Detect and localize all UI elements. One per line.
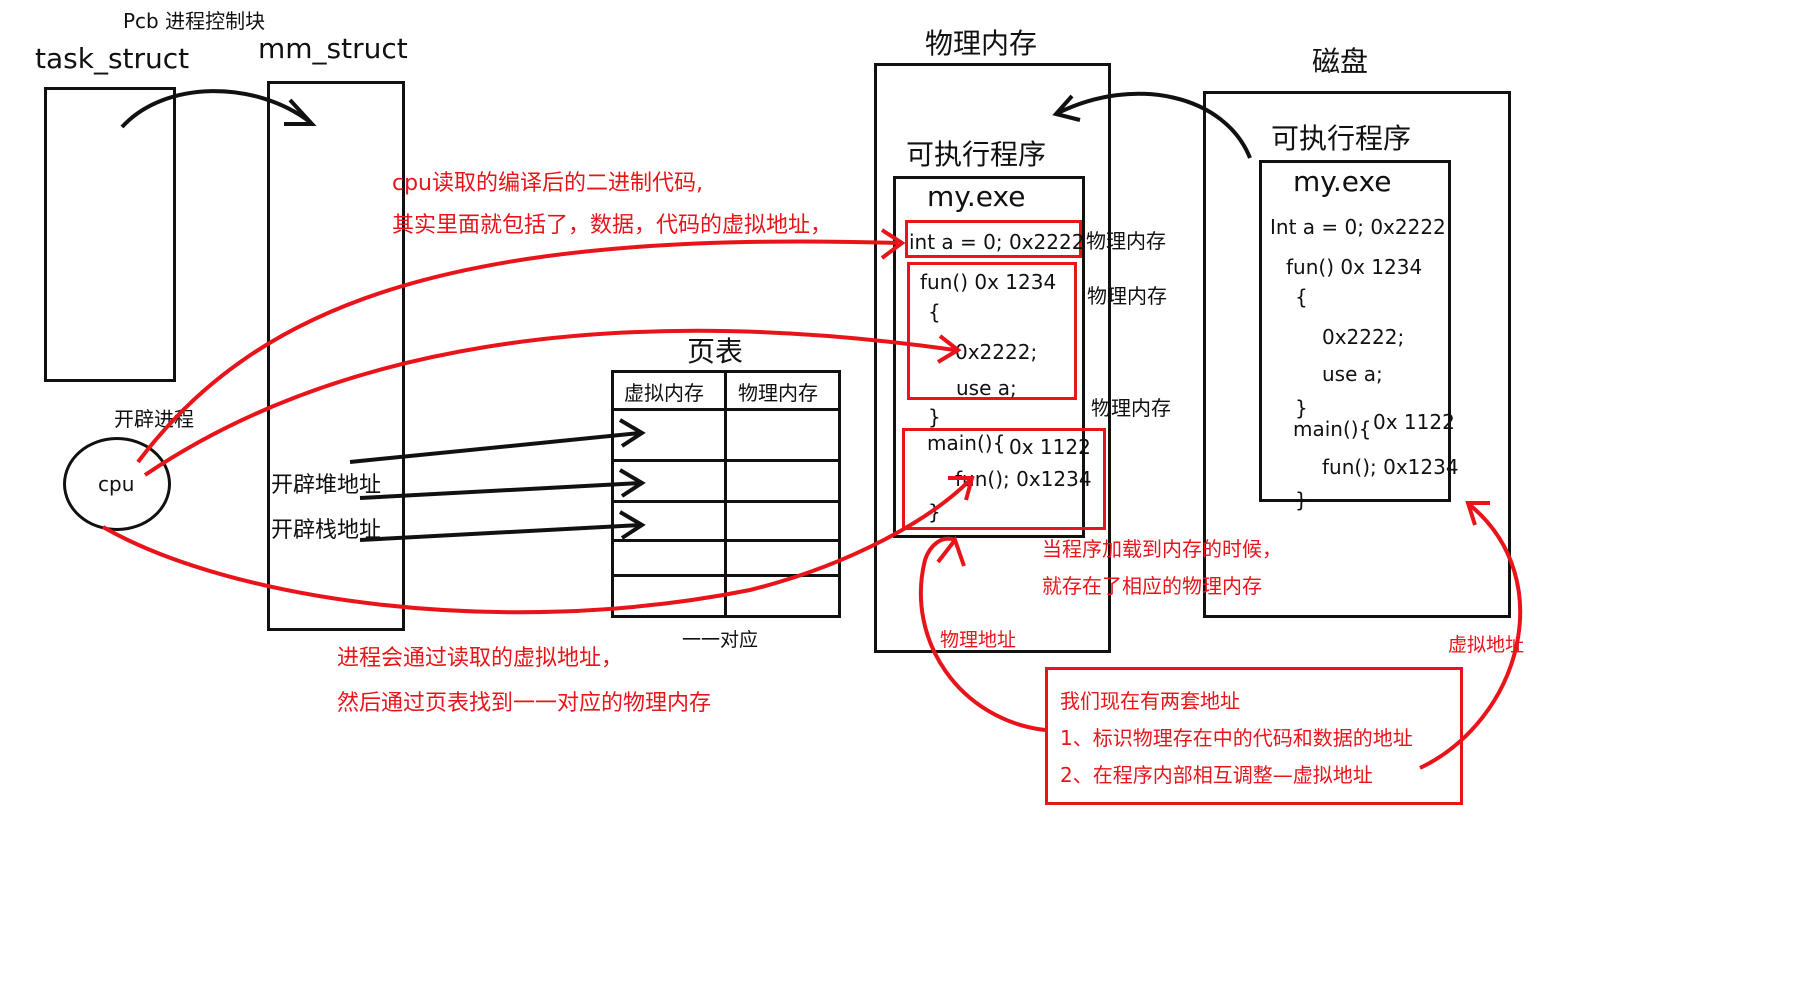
physical-line-main: main(){: [927, 431, 1006, 455]
disk-box: [1203, 91, 1511, 618]
task-struct-box: [44, 87, 176, 382]
page-table-mapping-label: 一一对应: [682, 629, 759, 651]
disk-line-main-addr: 0x 1122: [1373, 410, 1455, 434]
disk-line-addr: 0x2222;: [1322, 325, 1405, 349]
open-heap-label: 开辟堆地址: [271, 473, 382, 498]
disk-exe-box: [1259, 160, 1451, 502]
disk-line-int: Int a = 0; 0x2222: [1270, 215, 1446, 239]
page-table-col-virtual: 虚拟内存: [624, 381, 704, 405]
summary-box: 我们现在有两套地址 1、标识物理存在中的代码和数据的地址 2、在程序内部相互调整…: [1045, 667, 1463, 805]
physical-memory-title: 物理内存: [925, 27, 1038, 60]
disk-title: 磁盘: [1312, 45, 1369, 78]
page-table-title: 页表: [687, 335, 744, 368]
physical-line-main-addr: 0x 1122: [1009, 435, 1091, 459]
mm-struct-label: mm_struct: [258, 32, 408, 65]
disk-line-main: main(){: [1293, 417, 1372, 441]
page-table-col-physical: 物理内存: [738, 381, 818, 405]
annotation-cpu-read-1: cpu读取的编译后的二进制代码,: [392, 171, 703, 196]
annotation-process-read-1: 进程会通过读取的虚拟地址，: [337, 646, 624, 671]
disk-line-fun-call: fun(); 0x1234: [1322, 455, 1459, 479]
annotation-physical-address: 物理地址: [940, 629, 1017, 651]
physical-side-label-3: 物理内存: [1091, 396, 1171, 420]
summary-line-3: 2、在程序内部相互调整—虚拟地址: [1060, 763, 1373, 787]
annotation-process-read-2: 然后通过页表找到一一对应的物理内存: [337, 691, 712, 716]
physical-line-fun-call: fun(); 0x1234: [955, 467, 1092, 491]
disk-line-brace-close: }: [1295, 396, 1308, 420]
physical-int-highlight: [905, 220, 1082, 258]
disk-exe-title: 可执行程序: [1271, 122, 1412, 155]
page-table-row-line: [611, 459, 841, 462]
physical-exe-title: 可执行程序: [906, 138, 1047, 171]
open-process-label: 开辟进程: [114, 407, 194, 431]
page-table-row-line: [611, 539, 841, 542]
summary-line-1: 我们现在有两套地址: [1060, 689, 1240, 713]
physical-line-main-close: }: [928, 500, 941, 524]
physical-line-int: int a = 0; 0x2222: [909, 230, 1085, 254]
physical-line-brace-open: {: [928, 300, 941, 324]
physical-line-brace-close: }: [928, 405, 941, 429]
disk-line-brace-open: {: [1295, 285, 1308, 309]
physical-side-label-2: 物理内存: [1087, 284, 1167, 308]
task-struct-label: task_struct: [35, 42, 190, 75]
annotation-cpu-read-2: 其实里面就包括了，数据，代码的虚拟地址，: [392, 213, 833, 238]
physical-exe-name: my.exe: [927, 180, 1026, 213]
page-table-row-line: [611, 500, 841, 503]
physical-line-addr: 0x2222;: [955, 340, 1038, 364]
disk-line-fun: fun() 0x 1234: [1286, 255, 1423, 279]
disk-line-use: use a;: [1322, 362, 1383, 386]
physical-side-label-1: 物理内存: [1086, 229, 1166, 253]
physical-line-fun: fun() 0x 1234: [920, 270, 1057, 294]
page-table-row-line: [611, 574, 841, 577]
annotation-load-2: 就存在了相应的物理内存: [1042, 574, 1262, 598]
disk-exe-name: my.exe: [1293, 165, 1392, 198]
disk-line-main-close: }: [1295, 488, 1308, 512]
pcb-title: Pcb 进程控制块: [123, 9, 266, 33]
mm-struct-box: [267, 81, 405, 631]
page-table-row-line: [611, 408, 841, 411]
cpu-label: cpu: [98, 472, 135, 496]
open-stack-label: 开辟栈地址: [271, 518, 382, 543]
physical-line-use: use a;: [956, 376, 1017, 400]
summary-line-2: 1、标识物理存在中的代码和数据的地址: [1060, 726, 1413, 750]
annotation-load-1: 当程序加载到内存的时候，: [1042, 537, 1282, 561]
annotation-virtual-address: 虚拟地址: [1448, 634, 1525, 656]
